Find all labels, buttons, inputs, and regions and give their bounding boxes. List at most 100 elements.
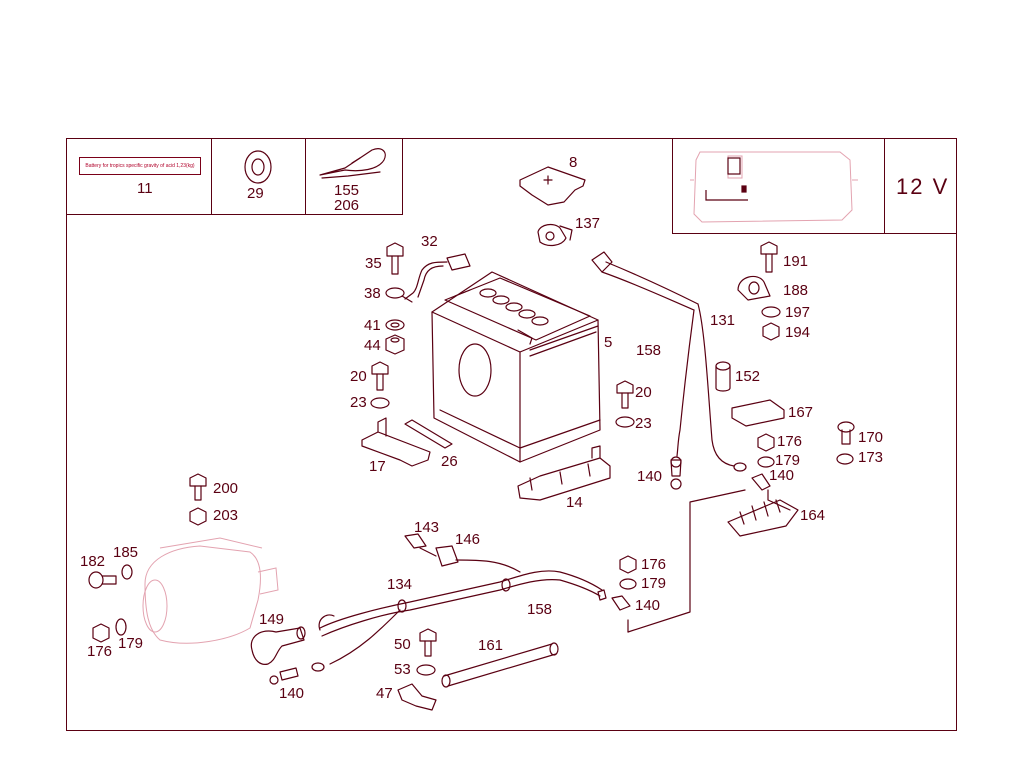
callout-176-right: 176 [777,433,803,450]
cover-167-icon [731,399,785,427]
bolt-50-icon [419,628,437,657]
nut-194-icon [762,322,780,341]
callout-32: 32 [421,233,438,250]
washer-179-center-icon [619,578,637,590]
legend-cell-29 [211,138,306,215]
terminal-boot-149-icon [250,626,306,665]
callout-140-mid: 140 [637,468,663,485]
callout-26: 26 [441,453,458,470]
bolt-200-icon [189,473,207,501]
starter-motor-ghost-icon [142,537,279,644]
callout-158-bottom: 158 [527,601,553,618]
callout-23-left: 23 [350,394,367,411]
cable-lug-140-right-icon [751,473,771,491]
callout-14: 14 [566,494,583,511]
washer-179-left-icon [115,618,127,636]
nut-203-icon [189,507,207,526]
callout-203: 203 [213,507,239,524]
callout-161: 161 [478,637,504,654]
callout-20-left: 20 [350,368,367,385]
callout-140-bottom: 140 [279,685,305,702]
sleeve-152-icon [715,361,731,392]
callout-146: 146 [455,531,481,548]
vehicle-outline-ghost-icon [690,151,858,223]
callout-8: 8 [569,154,578,171]
diagram-frame [66,138,957,731]
connector-146-icon [435,545,459,567]
grommet-29-icon [244,150,272,184]
bolt-35-icon [386,242,404,275]
callout-140-center: 140 [635,597,661,614]
lock-washer-41-icon [385,319,405,331]
fuse-box-164-icon [727,499,799,537]
callout-20-right: 20 [635,384,652,401]
callout-5: 5 [604,334,613,351]
nut-176-left-icon [92,623,110,643]
legend-cell-11 [66,138,212,215]
nut-176-center-icon [619,555,637,574]
voltage-label: 12 V [896,174,950,199]
callout-53: 53 [394,661,411,678]
callout-188: 188 [783,282,809,299]
callout-149: 149 [259,611,285,628]
callout-137: 137 [575,215,601,232]
callout-143: 143 [414,519,440,536]
callout-29: 29 [247,185,264,202]
cable-tie-155-icon [319,148,386,179]
callout-179-center: 179 [641,575,667,592]
callout-194: 194 [785,324,811,341]
battery-tray-14-icon [517,445,611,501]
cable-lug-140-center-icon [611,595,631,611]
hold-down-bracket-17-icon [361,417,431,467]
callout-182: 182 [80,553,106,570]
terminal-clamp-137-icon [537,223,573,247]
callout-176-center: 176 [641,556,667,573]
callout-170: 170 [858,429,884,446]
callout-152: 152 [735,368,761,385]
callout-179-left: 179 [118,635,144,652]
cable-lug-140-bottom-icon [269,667,299,685]
bolt-20-right-icon [616,380,634,409]
ghost-drawings [142,151,858,644]
callout-173: 173 [858,449,884,466]
callout-191: 191 [783,253,809,270]
washer-53-icon [416,664,436,676]
callout-167: 167 [788,404,814,421]
tube-161-icon [441,642,559,688]
washer-23-right-icon [615,416,635,428]
rubber-mount-188-icon [737,275,771,301]
wiring-164-line [627,489,746,633]
callout-140-right: 140 [769,467,795,484]
clip-47-icon [397,683,437,711]
callout-206: 206 [334,197,360,214]
bolt-191-icon [760,241,778,273]
washer-179-right-icon [757,456,775,468]
battery-tropics-label: Battery for tropics specific gravity of … [79,157,201,175]
nut-176-right-icon [757,433,775,452]
callout-23-right: 23 [635,415,652,432]
washer-173-icon [836,453,854,465]
callout-35: 35 [365,255,382,272]
voltage-cell [884,138,957,234]
battery-5-icon [431,271,601,463]
callout-44: 44 [364,337,381,354]
callout-164: 164 [800,507,826,524]
nut-44-icon [385,334,405,355]
battery-cable-32-icon [401,253,471,303]
screw-170-icon [837,421,855,445]
callout-50: 50 [394,636,411,653]
callout-158-top: 158 [636,342,662,359]
washer-23-left-icon [370,397,390,409]
washer-197-icon [761,306,781,318]
callout-131: 131 [710,312,736,329]
callout-200: 200 [213,480,239,497]
callout-11: 11 [137,180,153,197]
callout-176-left: 176 [87,643,113,660]
washer-185-icon [121,564,133,580]
connector-143-icon [404,533,427,549]
callout-185: 185 [113,544,139,561]
bolt-20-left-icon [371,361,389,391]
vehicle-locator-cell [672,138,885,234]
